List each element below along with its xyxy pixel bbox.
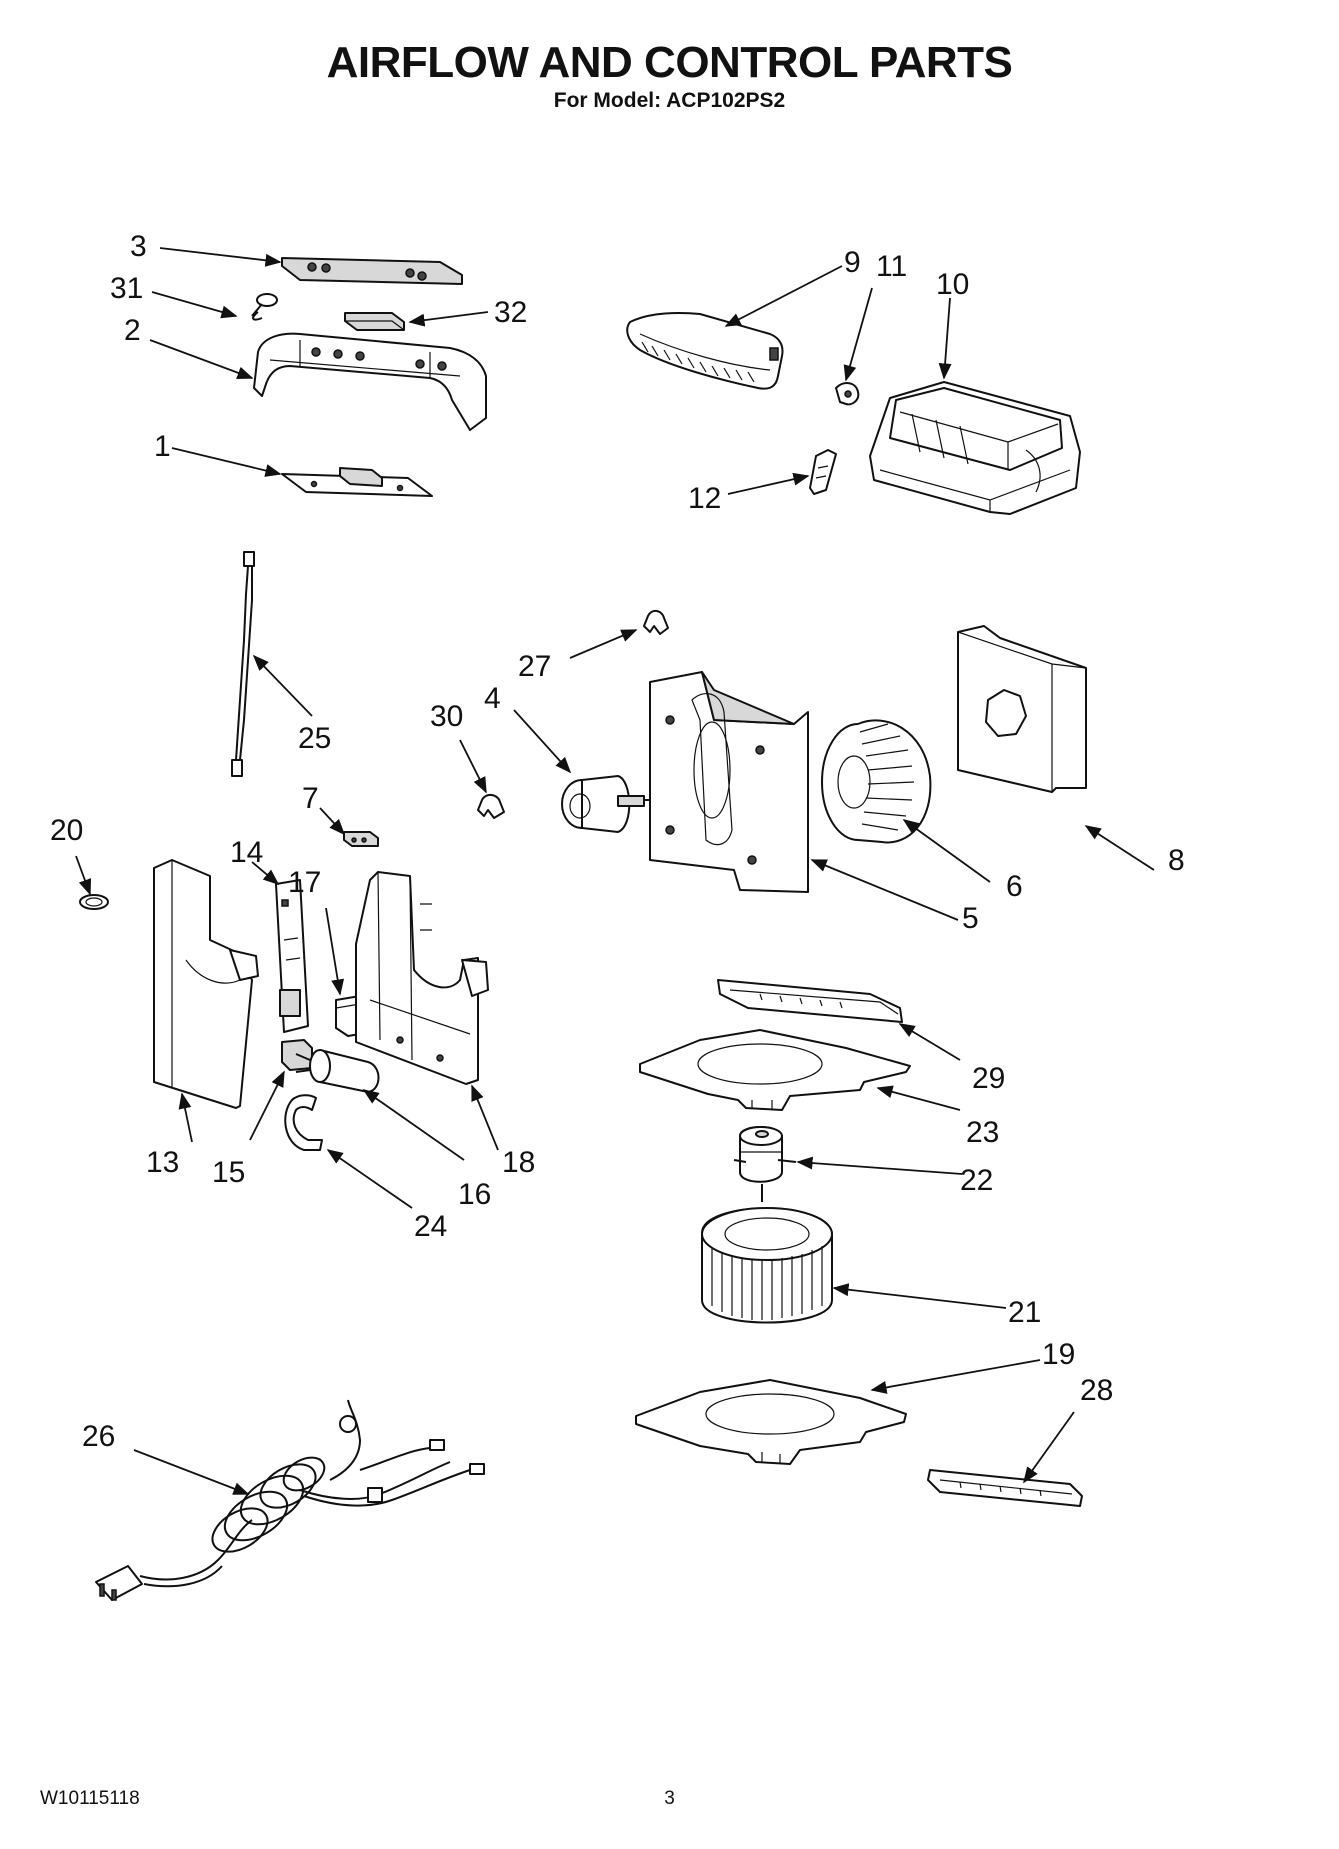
part-13-side-bracket[interactable] xyxy=(153,859,259,1109)
leader-lines xyxy=(75,247,1155,1495)
callout-26: 26 xyxy=(82,1420,115,1453)
callout-3: 3 xyxy=(130,230,147,263)
callout-13: 13 xyxy=(146,1146,179,1179)
callout-numbers: 3 31 32 2 1 9 11 10 12 27 25 30 4 7 20 1… xyxy=(50,230,1185,1453)
callout-18: 18 xyxy=(502,1146,535,1179)
part-5-scroll-plate[interactable] xyxy=(649,671,809,893)
callout-19: 19 xyxy=(1042,1338,1075,1371)
callout-23: 23 xyxy=(966,1116,999,1149)
callout-9: 9 xyxy=(844,246,861,279)
part-23-mounting-plate[interactable] xyxy=(639,1029,911,1111)
part-14-pcb[interactable] xyxy=(275,879,309,1033)
callout-7: 7 xyxy=(302,782,319,815)
part-29-filter-frame[interactable] xyxy=(717,979,903,1023)
callout-2: 2 xyxy=(124,314,141,347)
callout-4: 4 xyxy=(484,682,501,715)
page-title: AIRFLOW AND CONTROL PARTS xyxy=(326,38,1013,87)
part-26-power-cord[interactable] xyxy=(95,1399,485,1601)
part-11-louver-motor[interactable] xyxy=(835,382,860,406)
callout-14: 14 xyxy=(230,836,263,869)
part-31-knob[interactable] xyxy=(251,293,278,321)
callout-11: 11 xyxy=(876,250,907,283)
part-20-grommet[interactable] xyxy=(79,894,109,910)
part-25-wire-harness[interactable] xyxy=(231,551,255,777)
callout-29: 29 xyxy=(972,1062,1005,1095)
callout-6: 6 xyxy=(1006,870,1023,903)
callout-21: 21 xyxy=(1008,1296,1041,1329)
callout-17: 17 xyxy=(288,866,321,899)
callout-8: 8 xyxy=(1168,844,1185,877)
part-10-vent-housing[interactable] xyxy=(869,381,1081,515)
part-22-drive-motor[interactable] xyxy=(733,1126,797,1202)
part-9-louver[interactable] xyxy=(626,311,784,390)
callout-5: 5 xyxy=(962,902,979,935)
callout-1: 1 xyxy=(154,430,171,463)
model-subtitle: For Model: ACP102PS2 xyxy=(553,89,786,112)
callout-25: 25 xyxy=(298,722,331,755)
callout-10: 10 xyxy=(936,268,969,301)
part-27-clip[interactable] xyxy=(643,610,669,635)
callout-24: 24 xyxy=(414,1210,447,1243)
part-18-frame-bracket[interactable] xyxy=(355,871,489,1085)
callout-16: 16 xyxy=(458,1178,491,1211)
part-24-clamp[interactable] xyxy=(284,1094,323,1151)
part-8-shroud-panel[interactable] xyxy=(957,625,1087,793)
part-28-terminal-strip[interactable] xyxy=(927,1469,1083,1507)
part-30-clip[interactable] xyxy=(477,794,505,819)
part-19-base-plate[interactable] xyxy=(635,1379,907,1465)
page-number: 3 xyxy=(664,1788,675,1809)
part-3-top-trim[interactable] xyxy=(281,257,463,285)
callout-31: 31 xyxy=(110,272,143,305)
part-4-fan-motor[interactable] xyxy=(561,775,654,833)
callout-15: 15 xyxy=(212,1156,245,1189)
part-21-blower-drum[interactable] xyxy=(700,1207,833,1324)
part-7-connector[interactable] xyxy=(343,831,379,847)
part-6-blower-wheel[interactable] xyxy=(821,719,932,844)
part-2-top-cover[interactable] xyxy=(253,332,487,431)
callout-22: 22 xyxy=(960,1164,993,1197)
callout-12: 12 xyxy=(688,482,721,515)
callout-27: 27 xyxy=(518,650,551,683)
callout-32: 32 xyxy=(494,296,527,329)
part-32-pad[interactable] xyxy=(344,312,405,331)
part-1-control-board[interactable] xyxy=(281,467,433,497)
document-number: W10115118 xyxy=(40,1788,140,1809)
callout-30: 30 xyxy=(430,700,463,733)
callout-20: 20 xyxy=(50,814,83,847)
part-12-bracket[interactable] xyxy=(809,449,837,495)
callout-28: 28 xyxy=(1080,1374,1113,1407)
